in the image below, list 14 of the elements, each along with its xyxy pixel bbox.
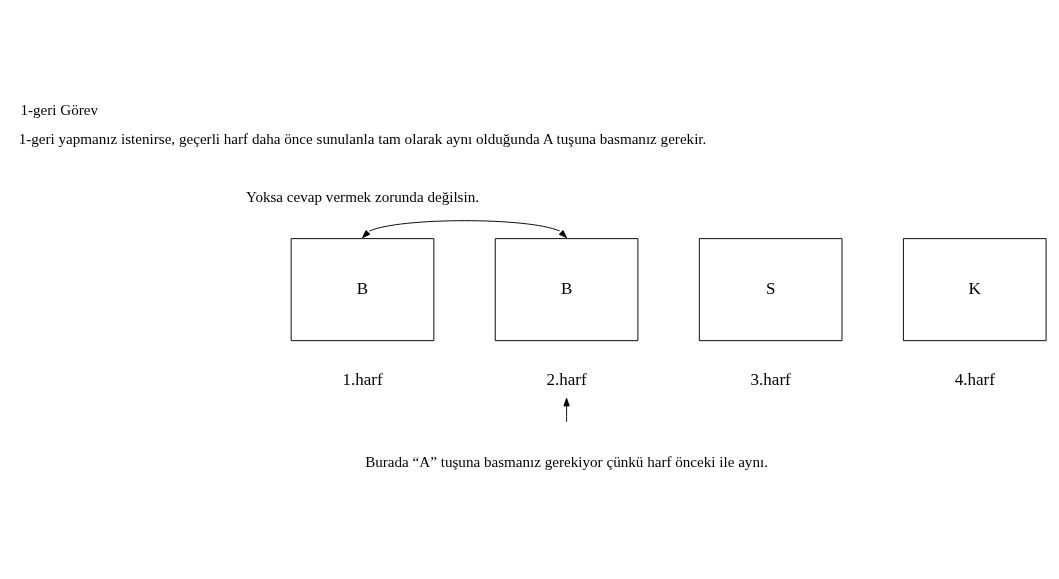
node-text: 1.harf — [342, 370, 383, 390]
diagram-title: 1-geri Görev — [20, 101, 99, 118]
node-box: B — [290, 238, 435, 342]
label: Burada “A” tuşuna basmanız gerekiyor çünkü harf önceki ile aynı. — [365, 453, 768, 470]
node-box: S — [698, 238, 843, 342]
node-text: 2.harf — [546, 370, 587, 390]
label: Yoksa cevap vermek zorunda değilsin. — [245, 188, 480, 205]
label: 1-geri yapmanız istenirse, geçerli harf daha önce sunulanla tam olarak aynı olduğunda A tuşuna basmanız gerekir. — [18, 130, 707, 147]
node-text: 3.harf — [750, 370, 791, 390]
arrow — [362, 220, 568, 239]
arrow — [563, 397, 570, 423]
node-box: B — [494, 238, 639, 342]
node-box: K — [902, 238, 1047, 342]
node-text: 4.harf — [954, 370, 995, 390]
